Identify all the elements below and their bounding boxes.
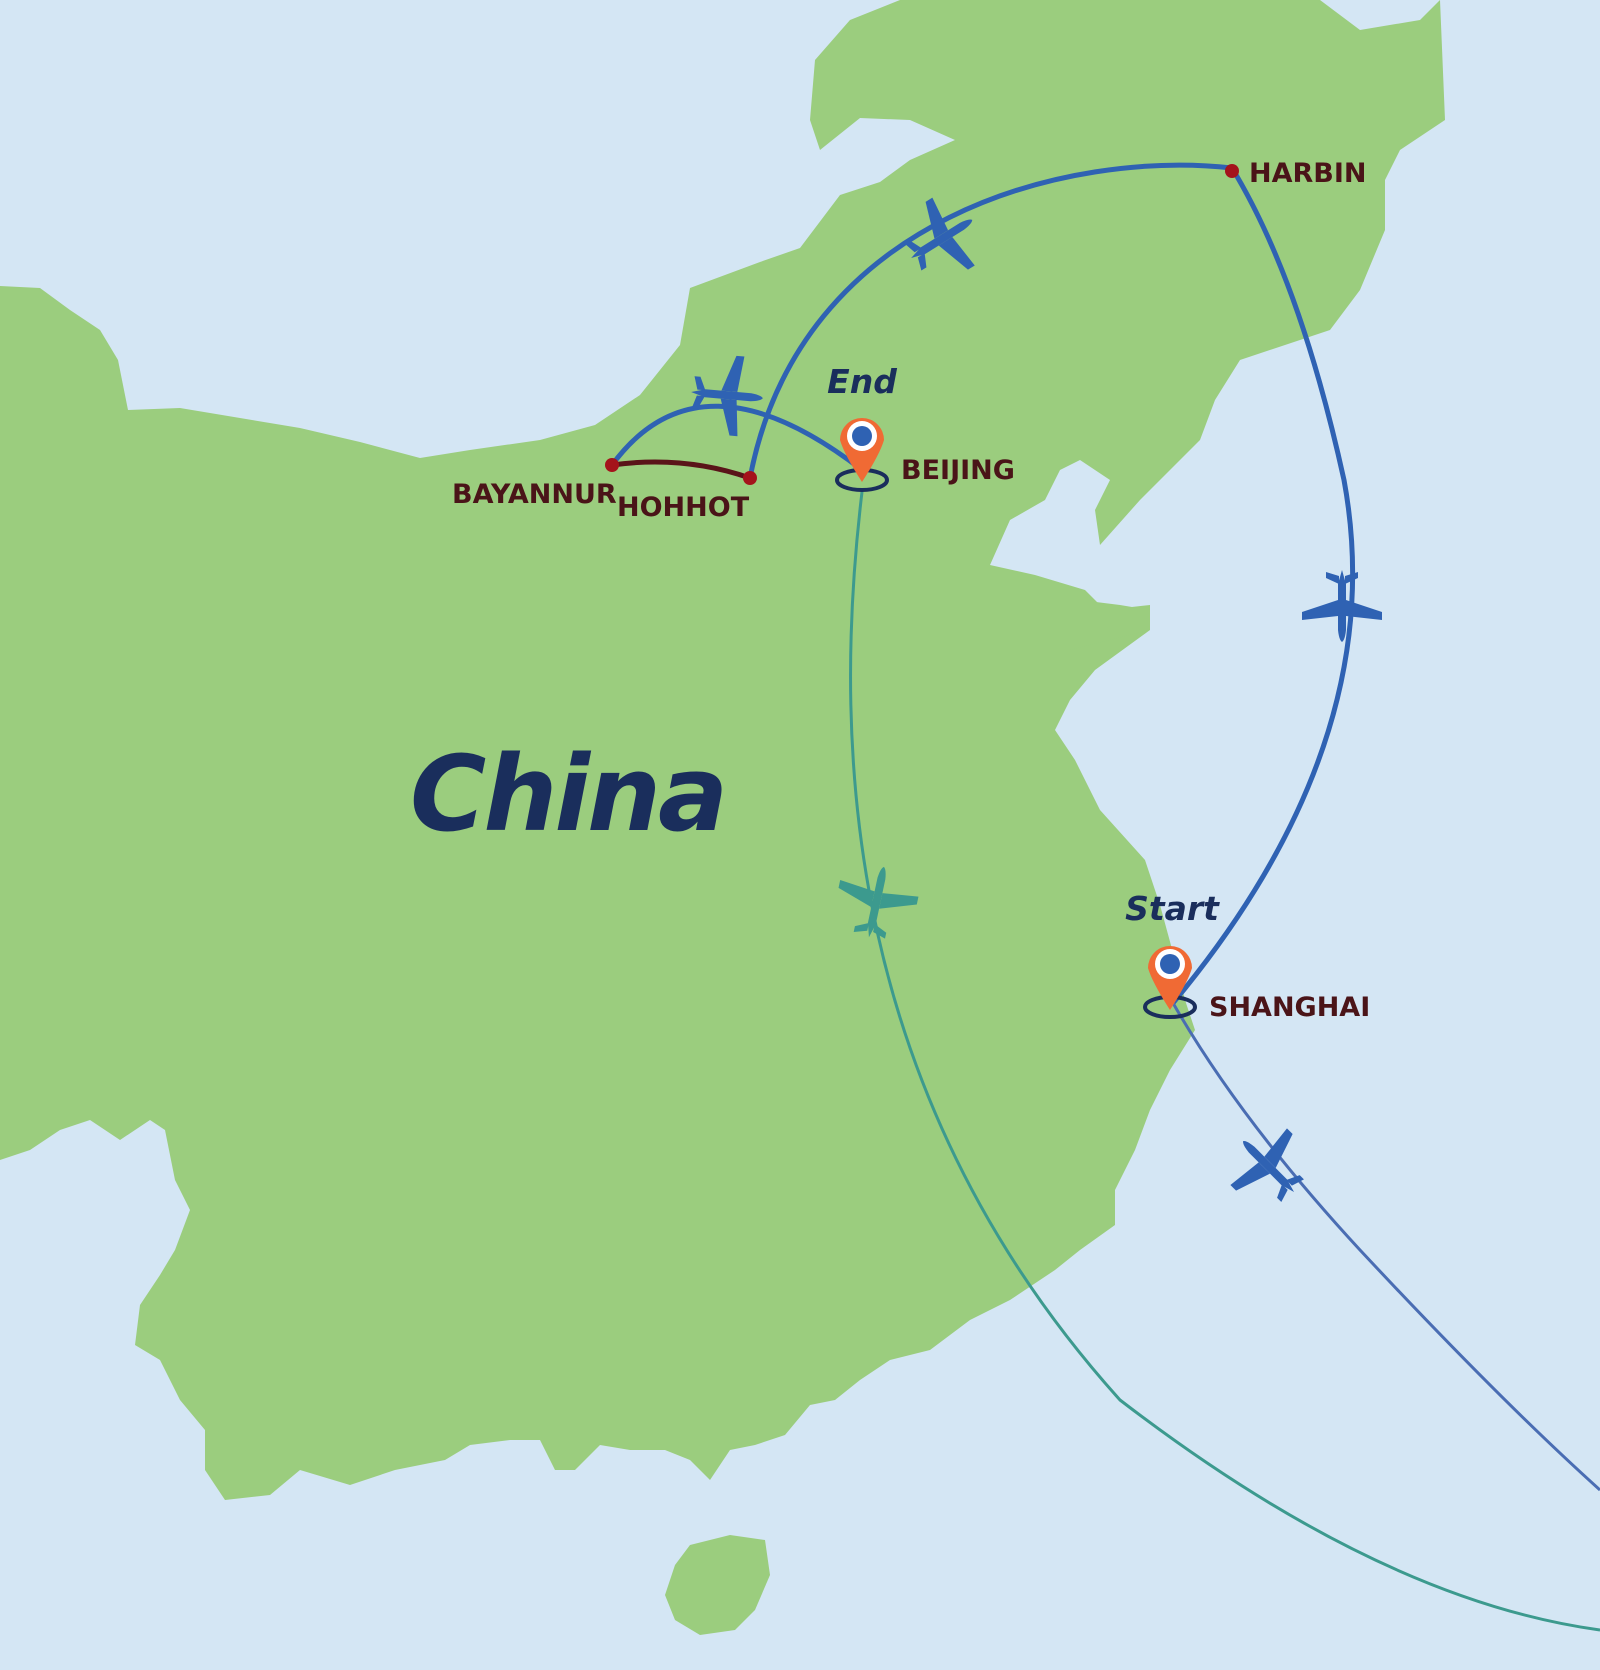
city-label-harbin: HARBIN — [1249, 158, 1367, 189]
city-label-beijing: BEIJING — [901, 455, 1015, 486]
route-shanghai-harbin — [1171, 166, 1356, 1005]
route-harbin-hohhot — [747, 162, 1233, 479]
route-bayannur-beijing — [609, 403, 864, 472]
city-dot-icon — [605, 164, 1239, 485]
route-hohhot-bayannur — [611, 459, 751, 481]
hainan-island — [665, 1535, 770, 1635]
route-shanghai-southeast — [1171, 1002, 1600, 1492]
shandong-peninsula — [1040, 600, 1150, 650]
country-label: China — [410, 733, 725, 855]
china-land — [0, 0, 1445, 1500]
route-beijing-southeast — [849, 491, 1600, 1632]
end-marker-label: End — [827, 362, 897, 401]
start-marker-label: Start — [1125, 889, 1220, 928]
city-label-shanghai: SHANGHAI — [1209, 992, 1370, 1023]
city-label-hohhot: HOHHOT — [617, 492, 750, 523]
city-label-bayannur: BAYANNUR — [452, 479, 617, 510]
